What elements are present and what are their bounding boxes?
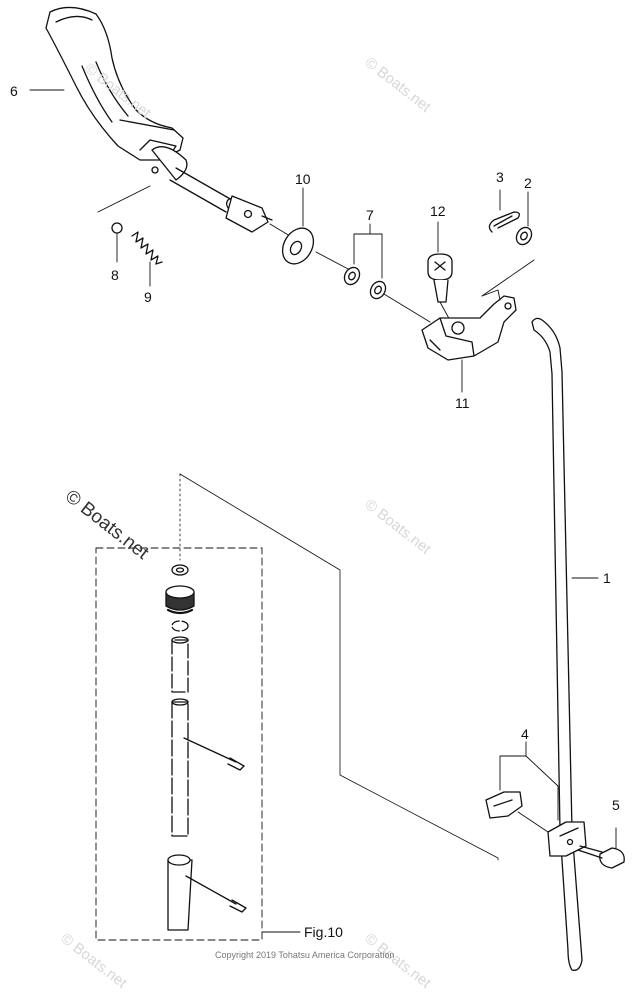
split-pin-part-3 — [488, 189, 520, 233]
part-label-9: 9 — [144, 289, 152, 305]
part-label-11: 11 — [455, 395, 470, 411]
rod-part-1 — [531, 317, 599, 971]
washer-part-10 — [281, 187, 315, 265]
part-label-8: 8 — [111, 267, 119, 283]
bracket-part-11 — [421, 259, 535, 393]
fig-10-frame — [95, 547, 263, 941]
part-label-6: 6 — [10, 83, 18, 99]
clamp-part-4 — [485, 741, 587, 857]
bolt-part-12 — [427, 221, 453, 325]
part-label-12: 12 — [430, 203, 446, 219]
lever-handle — [45, 6, 273, 233]
fig-10-label: Fig.10 — [304, 924, 343, 940]
screw-part-5 — [577, 827, 625, 869]
part-label-7: 7 — [366, 207, 374, 223]
part-label-4: 4 — [521, 726, 529, 742]
ball-part-8 — [111, 222, 123, 234]
spring-part-9 — [131, 231, 163, 287]
washer-part-2 — [515, 191, 533, 246]
part-label-1: 1 — [603, 570, 611, 586]
part-label-2: 2 — [524, 175, 532, 191]
washers-part-7 — [343, 223, 387, 300]
part-label-3: 3 — [496, 169, 504, 185]
copyright-text: Copyright 2019 Tohatsu America Corporati… — [215, 950, 395, 960]
part-label-10: 10 — [295, 171, 311, 187]
part-label-5: 5 — [612, 797, 620, 813]
fig-10-parts — [165, 564, 247, 931]
